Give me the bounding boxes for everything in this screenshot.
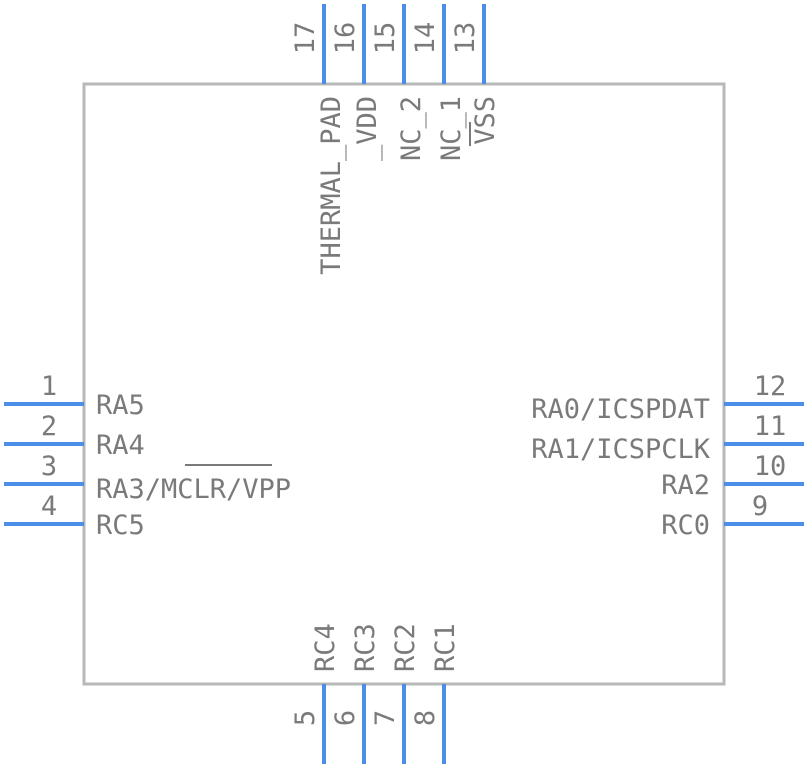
left-pin-2[interactable]: 2 RA4 <box>4 411 145 461</box>
pin-name: _VDD <box>352 96 383 161</box>
pin-number: 10 <box>754 451 787 482</box>
pin-number: 15 <box>370 22 401 55</box>
pin-name: RA0/ICSPDAT <box>531 394 710 425</box>
top-pin-16[interactable]: 16 _VDD <box>330 4 383 161</box>
pin-name: RC1 <box>430 623 461 672</box>
left-pin-3[interactable]: 3 RA3/MCLR/VPP <box>4 451 291 505</box>
pin-name: RA1/ICSPCLK <box>531 434 711 465</box>
pin-number: 4 <box>41 491 57 522</box>
pin-number: 12 <box>754 371 787 402</box>
pin-name: THERMAL_PAD <box>316 96 347 275</box>
bottom-pin-8[interactable]: 8 RC1 <box>410 623 461 764</box>
pin-number: 1 <box>41 371 57 402</box>
right-pin-12[interactable]: 12 RA0/ICSPDAT <box>531 371 804 425</box>
pin-name: RA2 <box>661 470 710 501</box>
bottom-pin-5[interactable]: 5 RC4 <box>290 623 341 764</box>
pin-name: RC2 <box>390 623 421 672</box>
component-body <box>82 82 726 686</box>
pin-name: VSS <box>470 96 501 145</box>
pin-name: RA3/MCLR/VPP <box>96 474 291 505</box>
pin-name: RC4 <box>310 623 341 672</box>
bottom-pin-6[interactable]: 6 RC3 <box>330 623 381 764</box>
right-pin-11[interactable]: 11 RA1/ICSPCLK <box>531 411 804 465</box>
pin-number: 6 <box>330 710 361 726</box>
pin-number: 9 <box>752 491 768 522</box>
pin-name: NC_1 <box>436 96 467 161</box>
right-pin-10[interactable]: 10 RA2 <box>661 451 804 501</box>
pin-number: 11 <box>754 411 787 442</box>
pin-name: NC_2 <box>396 96 427 161</box>
pin-name: RC3 <box>350 623 381 672</box>
right-pin-9[interactable]: 9 RC0 <box>661 491 804 541</box>
left-pin-4[interactable]: 4 RC5 <box>4 491 145 541</box>
bottom-pin-7[interactable]: 7 RC2 <box>370 623 421 764</box>
pin-number: 5 <box>290 710 321 726</box>
pin-number: 2 <box>41 411 57 442</box>
pin-name: RC0 <box>661 510 710 541</box>
pin-number: 14 <box>410 22 441 55</box>
pin-number: 13 <box>450 22 481 55</box>
pin-name: RC5 <box>96 510 145 541</box>
top-pin-17[interactable]: 17 THERMAL_PAD <box>290 4 347 275</box>
pin-number: 17 <box>290 22 321 55</box>
top-pin-13[interactable]: 13 VSS <box>450 4 501 145</box>
pin-number: 16 <box>330 22 361 55</box>
pin-name: RA4 <box>96 430 145 461</box>
left-pin-1[interactable]: 1 RA5 <box>4 371 145 421</box>
top-pin-14[interactable]: 14 NC_1 <box>410 4 467 161</box>
pin-name: RA5 <box>96 390 145 421</box>
pin-number: 3 <box>41 451 57 482</box>
top-pin-15[interactable]: 15 NC_2 <box>370 4 427 161</box>
pin-number: 7 <box>370 710 401 726</box>
pin-number: 8 <box>410 710 441 726</box>
